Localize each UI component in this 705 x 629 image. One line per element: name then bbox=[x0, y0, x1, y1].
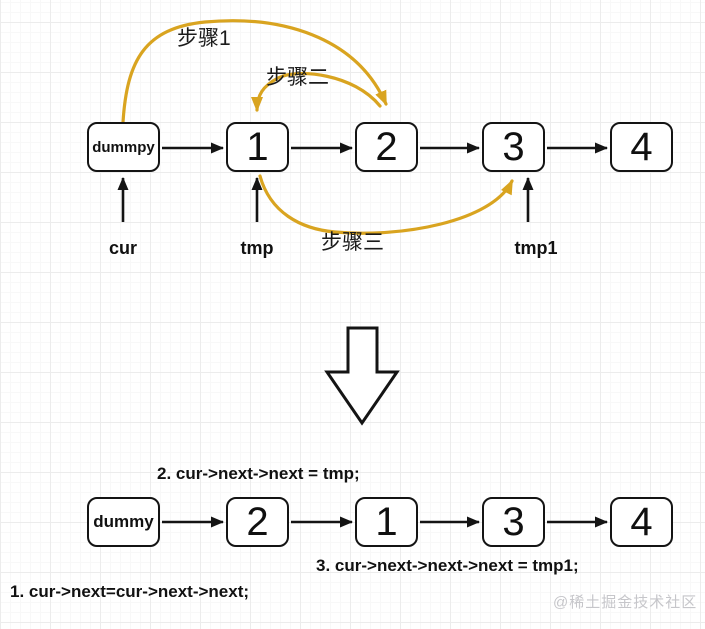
step1-label: 步骤1 bbox=[177, 27, 231, 50]
step-curves bbox=[121, 19, 514, 235]
code-line-1: 1. cur->next=cur->next->next; bbox=[10, 582, 250, 601]
step2-label: 步骤二 bbox=[266, 66, 329, 89]
step3-curve-arrow bbox=[258, 174, 514, 235]
node-1-top: 1 bbox=[226, 122, 289, 172]
tmp1-pointer-label: tmp1 bbox=[514, 238, 558, 258]
juejin-watermark: @稀土掘金技术社区 bbox=[553, 594, 698, 611]
node-2-bottom: 2 bbox=[226, 497, 289, 547]
node-3-bottom: 3 bbox=[482, 497, 545, 547]
code-line-2: 2. cur->next->next = tmp; bbox=[157, 464, 360, 483]
step3-label: 步骤三 bbox=[321, 231, 384, 254]
step2-curve-arrow bbox=[251, 71, 382, 112]
node-1-bottom: 1 bbox=[355, 497, 418, 547]
node-4-top-label: 4 bbox=[630, 125, 653, 169]
tmp-pointer-label: tmp bbox=[240, 238, 274, 258]
node-dummy: dummy bbox=[87, 497, 160, 547]
code-line-3: 3. cur->next->next->next = tmp1; bbox=[316, 556, 579, 575]
node-dummpy: dummpy bbox=[87, 122, 160, 172]
node-2-top-label: 2 bbox=[375, 125, 398, 169]
node-3-top: 3 bbox=[482, 122, 545, 172]
node-4-bottom-label: 4 bbox=[630, 500, 653, 544]
pointer-up-arrows bbox=[117, 177, 534, 222]
node-2-bottom-label: 2 bbox=[246, 500, 269, 544]
down-arrow-icon bbox=[324, 326, 400, 426]
node-dummy-label: dummy bbox=[93, 512, 154, 531]
node-4-top: 4 bbox=[610, 122, 673, 172]
node-4-bottom: 4 bbox=[610, 497, 673, 547]
cur-pointer-label: cur bbox=[108, 238, 137, 258]
node-1-bottom-label: 1 bbox=[375, 500, 398, 544]
node-2-top: 2 bbox=[355, 122, 418, 172]
node-3-top-label: 3 bbox=[502, 125, 525, 169]
node-1-top-label: 1 bbox=[246, 125, 269, 169]
node-3-bottom-label: 3 bbox=[502, 500, 525, 544]
step1-curve-arrow bbox=[121, 19, 388, 124]
node-dummpy-label: dummpy bbox=[92, 138, 155, 156]
